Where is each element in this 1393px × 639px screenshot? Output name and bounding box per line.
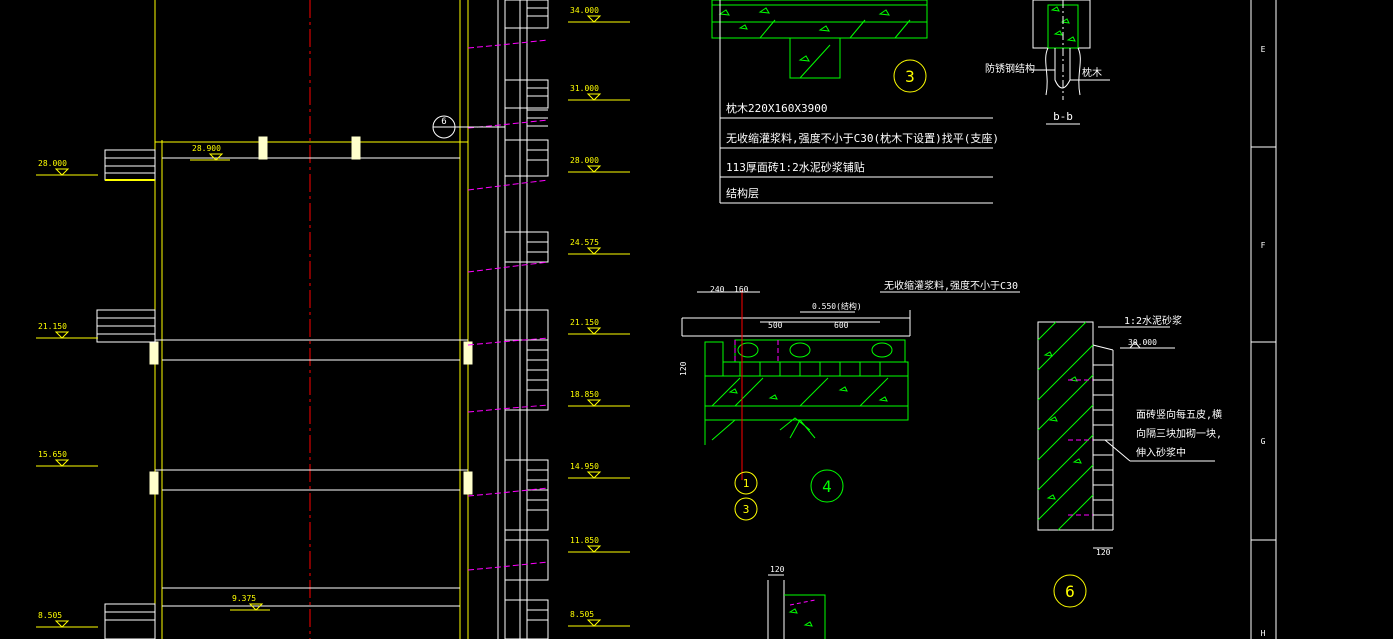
- detail-4-dim-160: 160: [734, 285, 749, 294]
- elevation-mark-left: 21.150: [36, 322, 98, 339]
- elevation-mark-left-label: 21.150: [38, 322, 67, 331]
- elevation-mark-inner: 28.900: [190, 144, 230, 161]
- grid-letter-e: E: [1261, 45, 1266, 54]
- bottom-dim: 120: [770, 565, 785, 574]
- detail-6-note-2: 向隔三块加砌一块,: [1136, 427, 1222, 440]
- detail-6-note-1: 面砖竖向每五皮,横: [1136, 408, 1222, 421]
- elevation-mark-right: 14.950: [568, 462, 630, 479]
- detail-6-note-3: 伸入砂浆中: [1136, 446, 1186, 459]
- detail-bb: 防锈钢结构 枕木 b-b: [985, 0, 1110, 125]
- detail-4-note: 无收缩灌浆料,强度不小于C30: [884, 279, 1018, 292]
- detail-3: 3 枕木220X160X3900 无收缩灌浆料,强度不小于C30(枕木下设置)找…: [711, 0, 999, 204]
- grid-letter-f: F: [1261, 241, 1266, 250]
- elevation-mark-left-label: 8.505: [38, 611, 62, 620]
- detail-3-note-1: 枕木220X160X3900: [726, 101, 827, 115]
- elevation-mark-right-label: 14.950: [570, 462, 599, 471]
- elevation-mark-right: 21.150: [568, 318, 630, 335]
- elevation-mark-inner-label: 9.375: [232, 594, 256, 603]
- detail-6: 1:2水泥砂浆 30.000 面砖竖向每五皮,横 向隔三块加砌一块, 伸入砂浆中…: [1037, 314, 1222, 608]
- detail-4-dim-120: 120: [679, 361, 688, 376]
- elevation-mark-right-label: 31.000: [570, 84, 599, 93]
- sheet-border: E F G H: [1250, 0, 1277, 639]
- detail-6-note-top: 1:2水泥砂浆: [1124, 314, 1182, 327]
- detail-4-dim-500: 500: [768, 321, 783, 330]
- detail-3-note-3: 113厚面砖1:2水泥砂浆铺贴: [726, 160, 865, 174]
- bb-label-left: 防锈钢结构: [985, 62, 1035, 75]
- axis-bubble: 6: [432, 115, 505, 139]
- detail-3-note-2: 无收缩灌浆料,强度不小于C30(枕木下设置)找平(支座): [726, 131, 999, 145]
- bottom-detail: 120: [767, 565, 826, 639]
- detail-4-dim-600: 600: [834, 321, 849, 330]
- axis-bubble-label: 6: [441, 117, 446, 127]
- grid-letter-g: G: [1261, 437, 1266, 446]
- elevation-mark-right-label: 34.000: [570, 6, 599, 15]
- elevation-mark-right-label: 11.850: [570, 536, 599, 545]
- elevation-mark-right-label: 21.150: [570, 318, 599, 327]
- grid-letter-h: H: [1261, 629, 1266, 638]
- elevation-mark-left: 8.505: [36, 611, 98, 628]
- elevation-mark-right-label: 28.000: [570, 156, 599, 165]
- right-structure: [467, 0, 549, 639]
- detail-6-dim: 120: [1096, 548, 1111, 557]
- elevation-mark-right-label: 8.505: [570, 610, 594, 619]
- elevation-mark-right: 18.850: [568, 390, 630, 407]
- detail-4-marker-3: 3: [743, 503, 750, 516]
- elevation-mark-right: 8.505: [568, 610, 630, 627]
- elevation-mark-left-label: 28.000: [38, 159, 67, 168]
- elevation-mark-left-label: 15.650: [38, 450, 67, 459]
- bb-title: b-b: [1053, 110, 1073, 123]
- elevation-mark-right: 28.000: [568, 156, 630, 173]
- elevation-mark-right: 11.850: [568, 536, 630, 553]
- left-elevation: [96, 0, 473, 639]
- elevation-mark-right: 24.575: [568, 238, 630, 255]
- elevation-mark-right-label: 24.575: [570, 238, 599, 247]
- elevation-mark-left: 15.650: [36, 450, 98, 467]
- elevation-mark-right: 31.000: [568, 84, 630, 101]
- elevation-mark-right: 34.000: [568, 6, 630, 23]
- detail-4-level: 0.550(结构): [812, 301, 862, 311]
- detail-3-title: 3: [905, 67, 915, 86]
- bb-label-right: 枕木: [1082, 66, 1102, 79]
- detail-6-title: 6: [1065, 582, 1075, 601]
- detail-3-note-4: 结构层: [726, 186, 759, 200]
- elevation-mark-left: 28.000: [36, 159, 98, 176]
- elevation-mark-inner-label: 28.900: [192, 144, 221, 153]
- detail-4-marker-1: 1: [743, 477, 750, 490]
- elevation-markers: 28.000 21.150 15.650 8.505 28.900 9.375 34.00…: [36, 6, 630, 628]
- detail-6-level: 30.000: [1128, 338, 1157, 347]
- detail-4-dim-240: 240: [710, 285, 725, 294]
- detail-4: 无收缩灌浆料,强度不小于C30 240 160 500 600 120 0.55…: [679, 279, 1020, 521]
- elevation-mark-right-label: 18.850: [570, 390, 599, 399]
- detail-4-title: 4: [822, 477, 832, 496]
- elevation-mark-inner: 9.375: [230, 594, 270, 611]
